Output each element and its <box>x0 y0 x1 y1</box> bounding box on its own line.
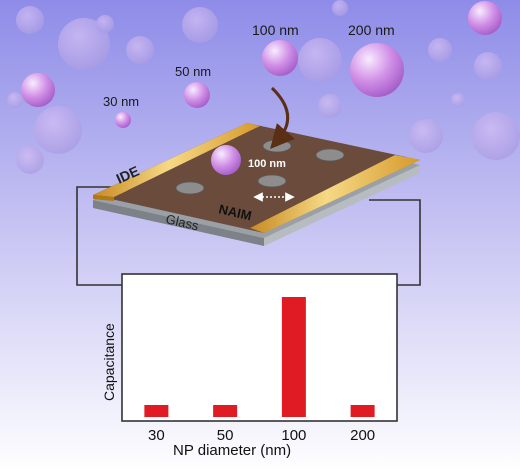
np-in-pore <box>211 145 241 175</box>
bar-100nm <box>281 297 306 417</box>
chart-x-tick-labels: 30 50 100 200 <box>148 427 375 444</box>
np-200nm-label: 200 nm <box>348 22 395 38</box>
glass-front-edge <box>93 200 264 246</box>
np-100nm-label: 100 nm <box>252 22 299 38</box>
x-tick-label-200: 200 <box>350 427 375 444</box>
chart-y-axis-label: Capacitance <box>101 323 117 401</box>
x-tick-label-30: 30 <box>148 427 165 444</box>
glass-side-edge <box>264 165 420 246</box>
x-tick-label-100: 100 <box>281 427 306 444</box>
np-particle-bg <box>21 73 55 107</box>
capacitance-chart-frame <box>121 273 398 422</box>
ide-electrode-left-edge <box>93 195 114 201</box>
np-30nm-particle <box>115 112 131 128</box>
bar-30nm <box>144 405 169 417</box>
np-50nm-particle <box>184 82 210 108</box>
sensor-device <box>93 123 420 246</box>
capture-arrow <box>270 86 295 150</box>
circuit-wires <box>76 186 421 286</box>
glass-label: Glass <box>164 211 200 233</box>
capacitance-bar-chart <box>144 297 375 417</box>
bar-200nm <box>350 405 375 417</box>
ide-electrode-left <box>93 123 260 197</box>
pore-size-label: 100 nm <box>248 158 286 170</box>
np-particle-top-right <box>468 1 502 35</box>
np-30nm-label: 30 nm <box>103 94 139 109</box>
np-200nm-particle <box>350 43 404 97</box>
chart-x-axis-label: NP diameter (nm) <box>173 442 291 459</box>
naim-label: NAIM <box>217 201 253 223</box>
bar-50nm <box>213 405 238 417</box>
ide-electrode-right-strip <box>250 155 420 233</box>
np-100nm-particle <box>262 40 298 76</box>
np-50nm-label: 50 nm <box>175 64 211 79</box>
x-tick-label-50: 50 <box>217 427 234 444</box>
background-bubbles <box>7 0 520 174</box>
